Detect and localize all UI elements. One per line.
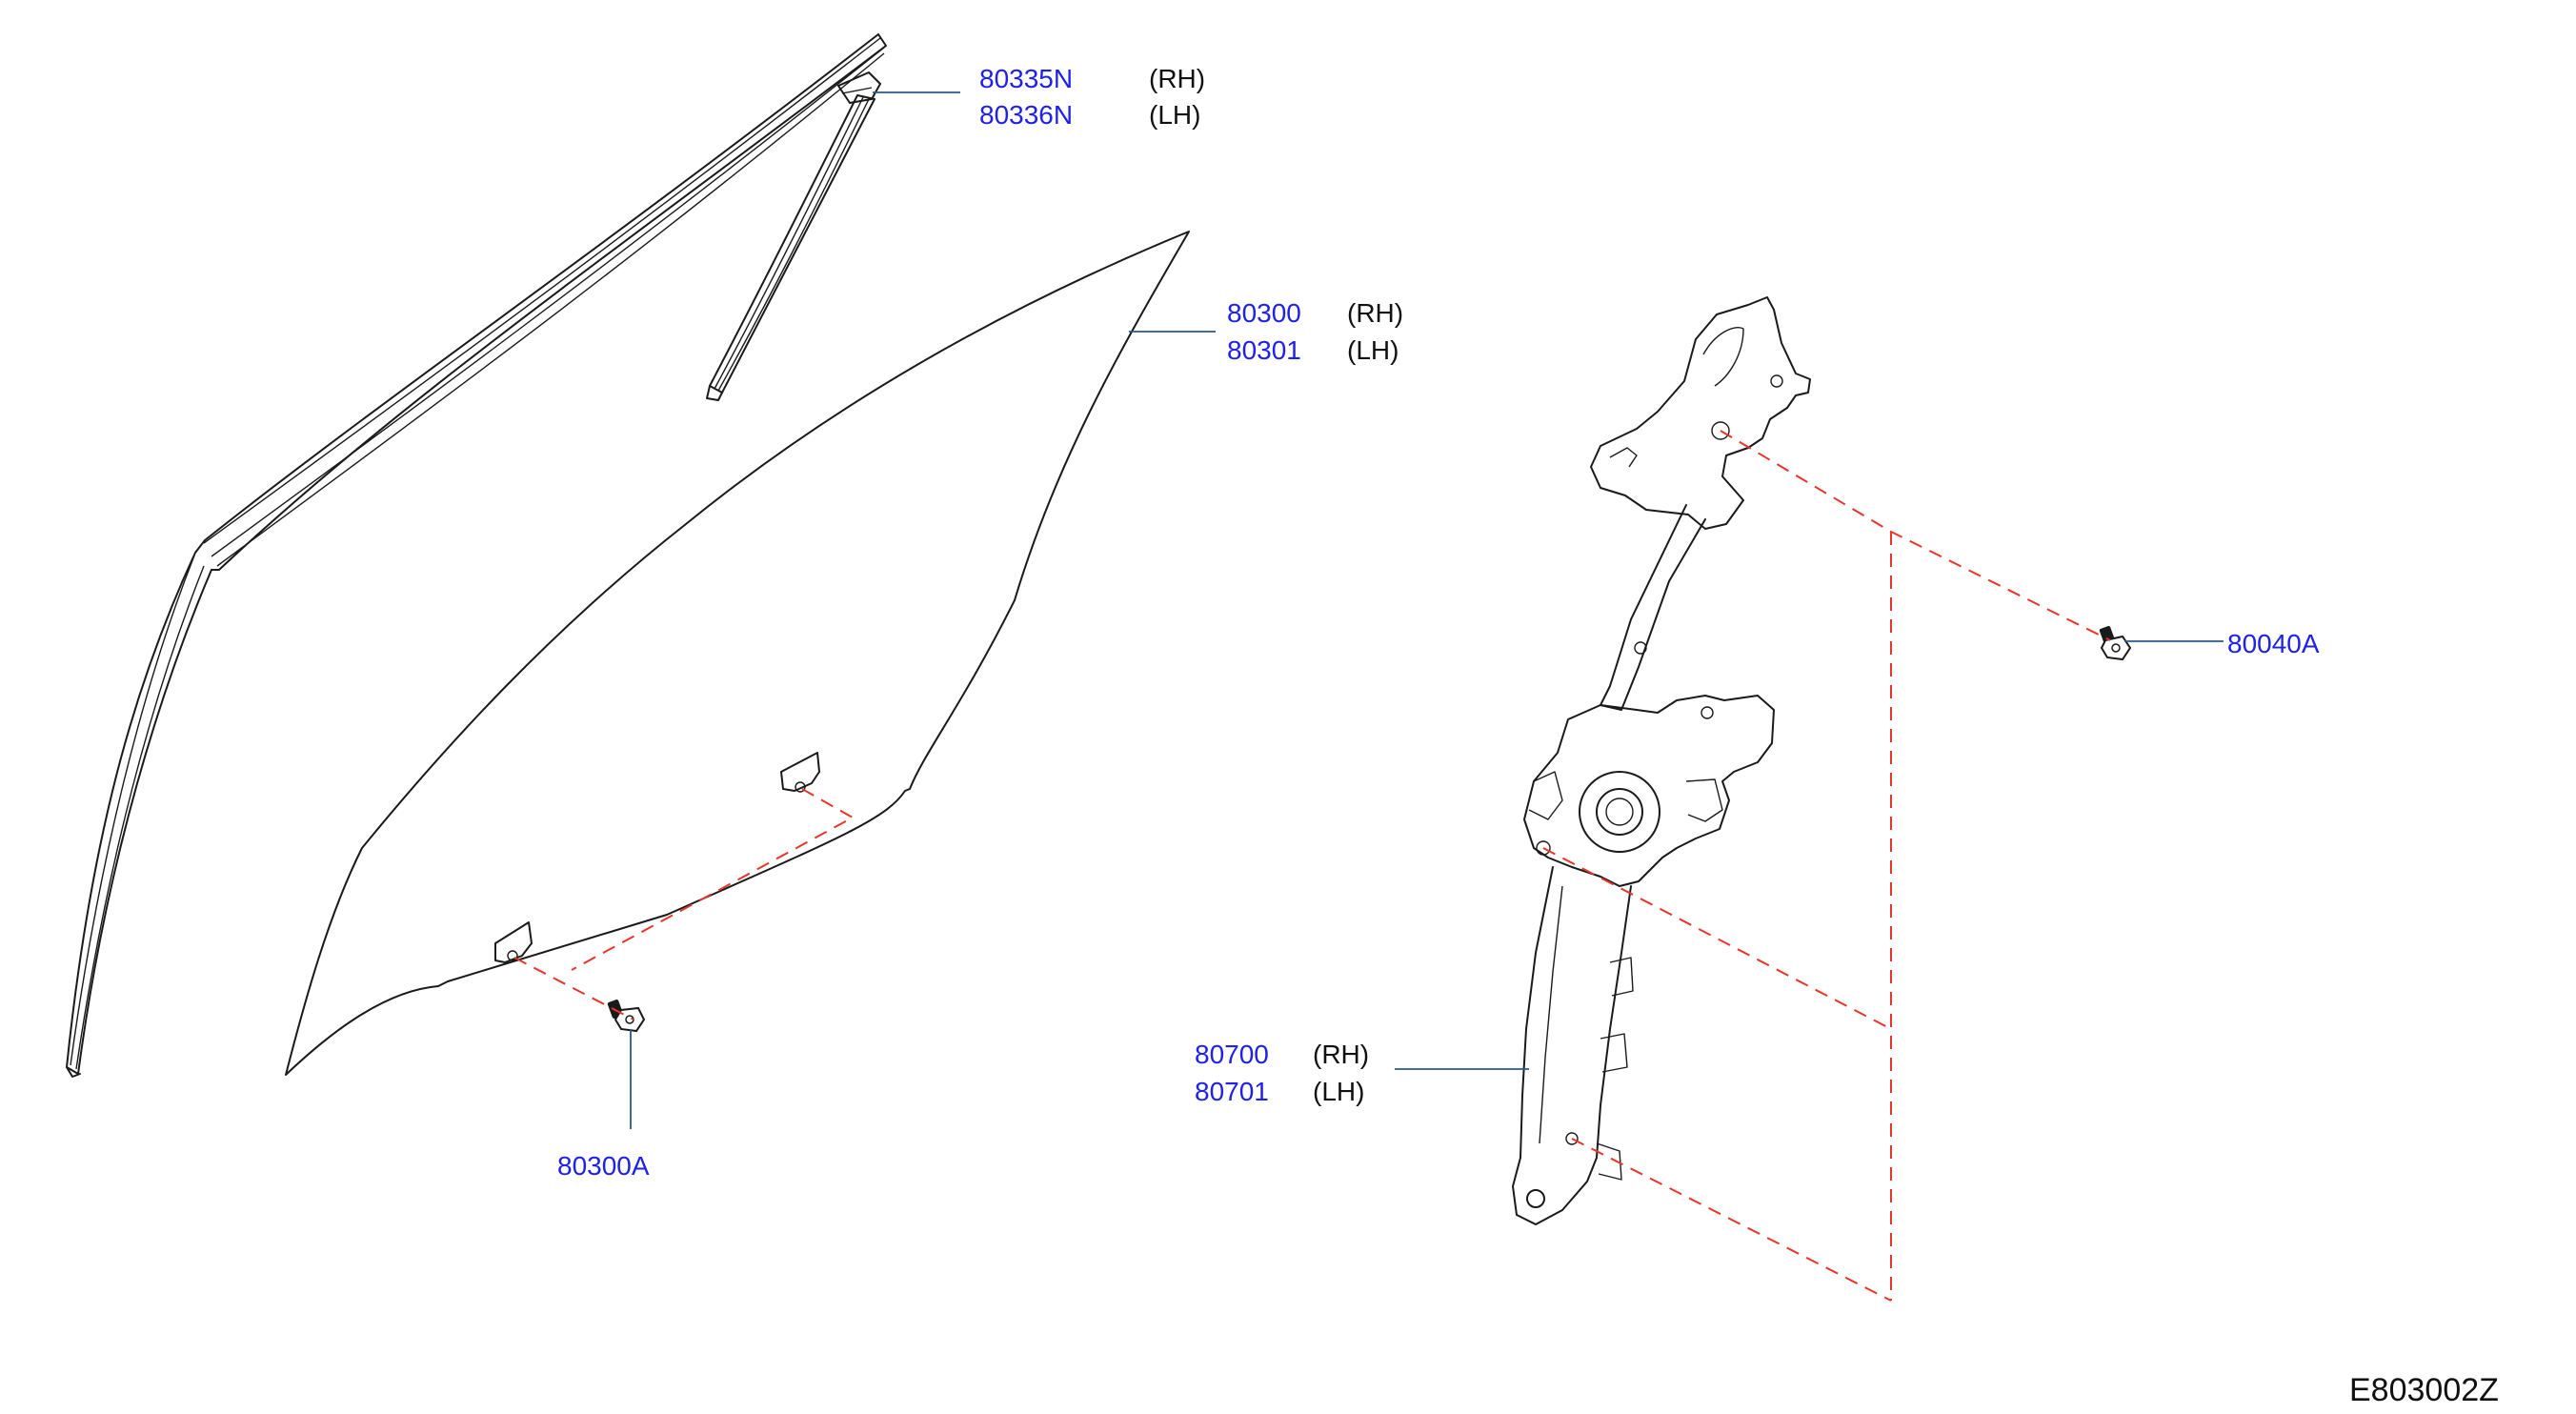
callout-regulator: 80700 (RH) 80701 (LH) — [1195, 1040, 1369, 1106]
window-regulator[interactable] — [1512, 296, 1811, 1225]
leader-lines — [630, 91, 2224, 1129]
part-number-80300[interactable]: 80300 — [1227, 298, 1301, 328]
callout-glass-bolt: 80300A — [557, 1151, 650, 1181]
side-lh: (LH) — [1347, 335, 1399, 365]
part-number-80336N[interactable]: 80336N — [979, 100, 1073, 130]
alignment-lines — [513, 430, 2111, 1302]
side-rh: (RH) — [1347, 298, 1403, 328]
part-number-80301[interactable]: 80301 — [1227, 335, 1301, 365]
callout-molding: 80335N (RH) 80336N (LH) — [979, 64, 1205, 130]
part-number-80040A[interactable]: 80040A — [2227, 629, 2320, 658]
side-lh: (LH) — [1149, 100, 1200, 130]
glass-run-molding[interactable] — [66, 33, 887, 1078]
door-glass[interactable] — [285, 231, 1190, 1076]
side-lh: (LH) — [1313, 1077, 1364, 1106]
part-number-80700[interactable]: 80700 — [1195, 1040, 1269, 1069]
regulator-bolt[interactable] — [2099, 625, 2132, 661]
callout-glass: 80300 (RH) 80301 (LH) — [1227, 298, 1403, 365]
callout-regulator-bolt: 80040A — [2227, 629, 2320, 658]
part-number-80701[interactable]: 80701 — [1195, 1077, 1269, 1106]
figure-code: E803002Z — [2349, 1372, 2499, 1408]
part-number-80335N[interactable]: 80335N — [979, 64, 1073, 93]
glass-bolt[interactable] — [607, 999, 646, 1033]
side-rh: (RH) — [1313, 1040, 1369, 1069]
side-rh: (RH) — [1149, 64, 1205, 93]
part-number-80300A[interactable]: 80300A — [557, 1151, 650, 1181]
